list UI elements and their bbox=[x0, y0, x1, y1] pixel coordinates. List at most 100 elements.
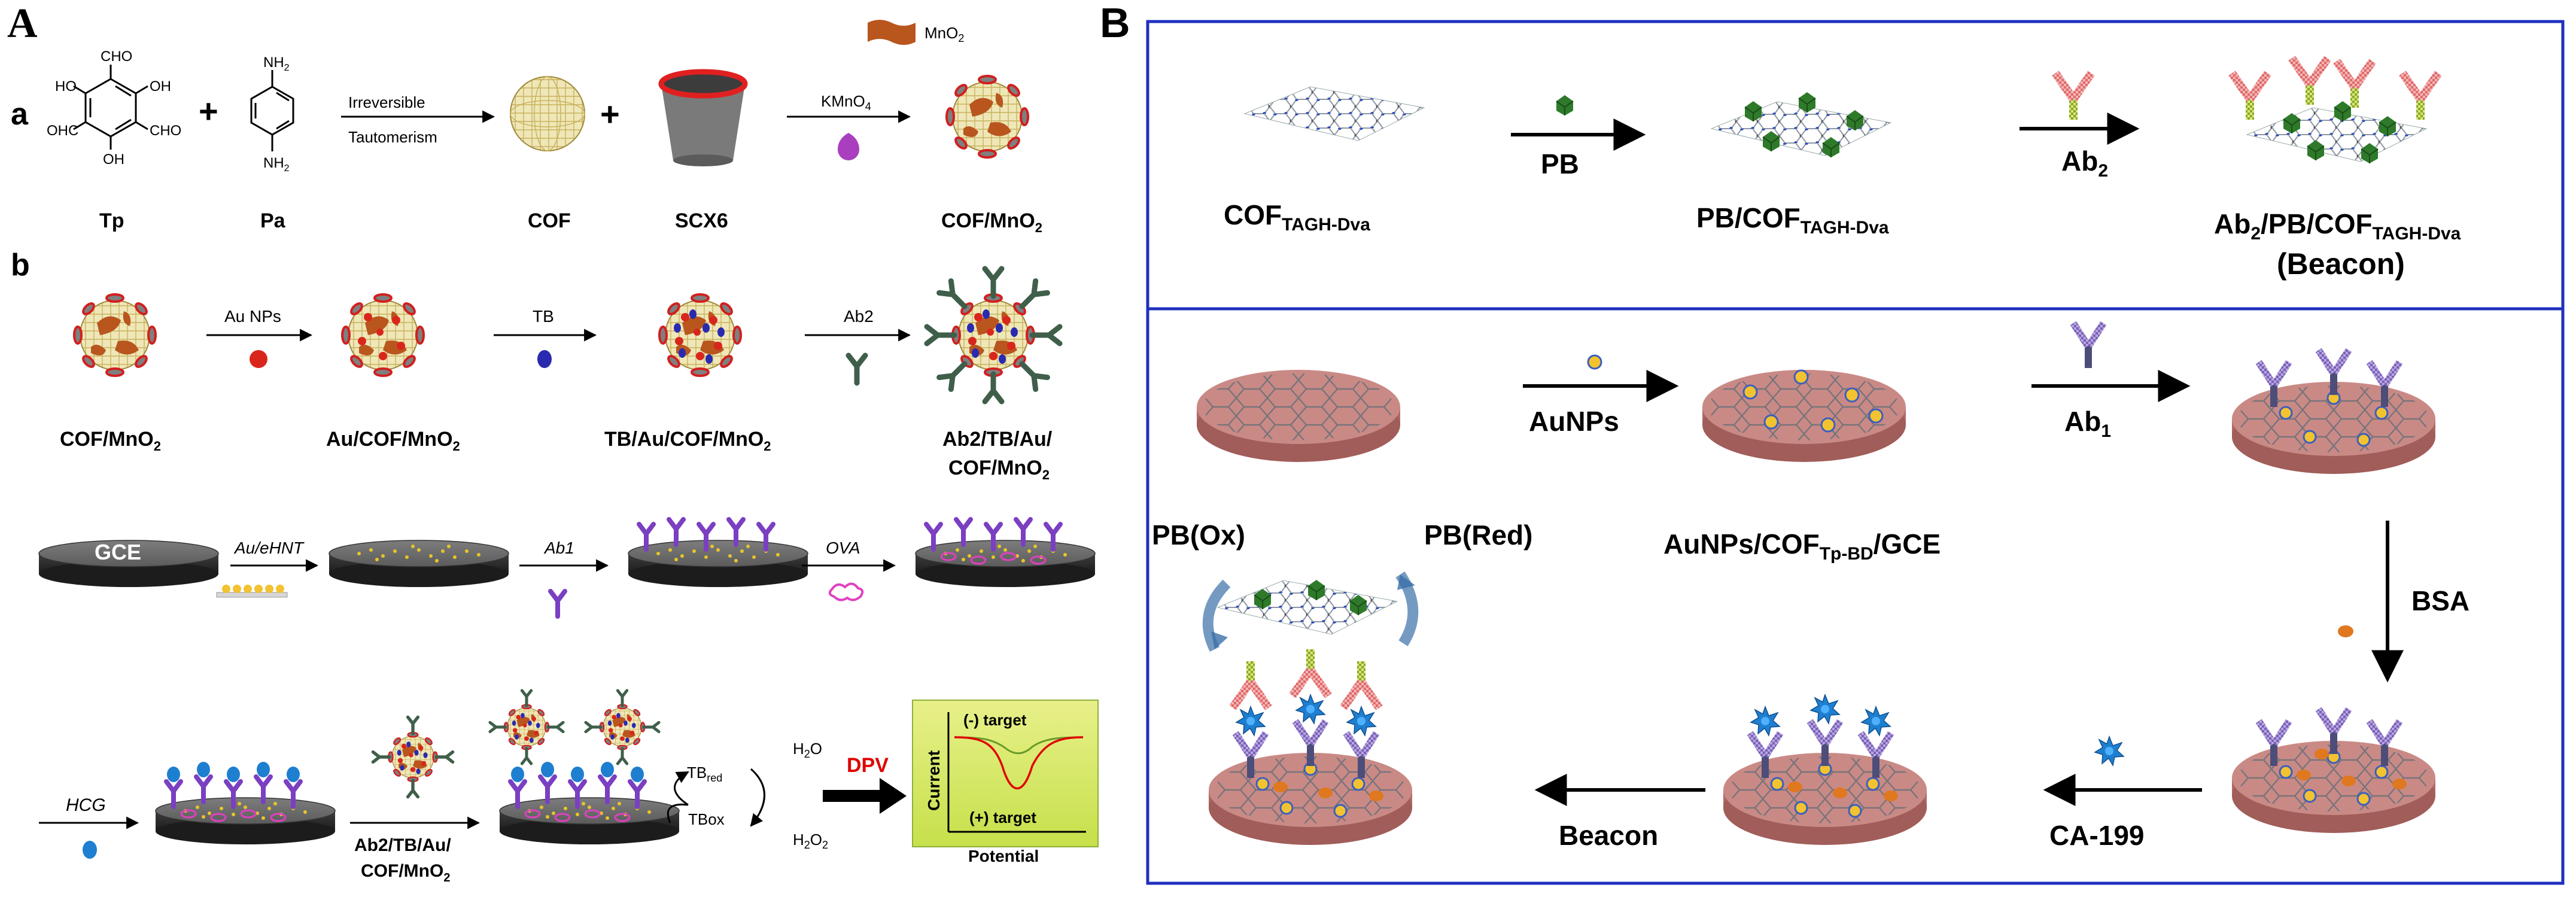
pa-nh2-bottom: NH2 bbox=[263, 155, 290, 174]
arrow-tautomerism-line1: Irreversible bbox=[348, 93, 425, 111]
ab2-icon bbox=[848, 355, 865, 383]
dpv-inset bbox=[912, 700, 1099, 847]
arrow-probe-line1: Ab2/TB/Au/ bbox=[354, 835, 451, 855]
plus-sign-2: + bbox=[600, 95, 620, 133]
scx6-label: SCX6 bbox=[675, 209, 728, 232]
cof-label: COF bbox=[528, 209, 571, 232]
pb-cof-sheet bbox=[1711, 92, 1891, 158]
bsa-disc bbox=[2232, 712, 2435, 833]
aunps-cof-label: AuNPs/COFTp-BD/GCE bbox=[1663, 528, 1941, 564]
ab1-b-icon bbox=[2075, 326, 2101, 368]
b-sphere-au-cof-mno2 bbox=[341, 293, 425, 377]
cof-mno2-product bbox=[945, 75, 1029, 159]
cof-ball bbox=[510, 76, 585, 151]
pa-nh2-top: NH2 bbox=[263, 54, 290, 73]
beacon-label-line1: Ab2/PB/COFTAGH-Dva bbox=[2214, 208, 2461, 244]
arrow-au-ehnt-label: Au/eHNT bbox=[233, 539, 305, 557]
mno2-legend-swatch bbox=[868, 20, 916, 45]
cof-tagh-dva-sheet bbox=[1244, 86, 1425, 141]
arrow-bsa-label: BSA bbox=[2411, 585, 2469, 616]
ab1-icon bbox=[551, 591, 565, 616]
row-b-label: b bbox=[11, 248, 30, 282]
tp-oh-left: HO bbox=[55, 78, 77, 95]
panel-a-letter: A bbox=[7, 1, 38, 47]
beacon-construct bbox=[2234, 62, 2436, 164]
b-label-cof-mno2: COF/MnO2 bbox=[60, 428, 161, 454]
gce-electrode-3 bbox=[628, 519, 808, 588]
pb-cube-icon bbox=[1556, 95, 1574, 116]
tp-oh-bottom: OH bbox=[103, 151, 124, 168]
arrow-kmno4-label: KMnO4 bbox=[821, 92, 871, 113]
scx6-bucket bbox=[658, 69, 748, 166]
au-ehnt-icon bbox=[216, 585, 288, 598]
aunps-disc bbox=[1702, 369, 1906, 462]
tb-icon bbox=[537, 350, 552, 368]
arrow-pb-label: PB bbox=[1541, 148, 1579, 180]
redox-cycle bbox=[667, 768, 765, 827]
tp-molecule bbox=[73, 65, 148, 150]
b-label-ab2-line1: Ab2/TB/Au/ bbox=[942, 428, 1053, 451]
gce-label: GCE bbox=[95, 540, 141, 564]
tb-red-label: TBred bbox=[687, 764, 722, 784]
mno2-legend-label: MnO2 bbox=[924, 24, 964, 44]
ova-icon bbox=[828, 582, 864, 601]
b-sphere-cof-mno2 bbox=[73, 293, 157, 377]
aunp-icon bbox=[1587, 354, 1602, 370]
b-label-ab2-line2: COF/MnO2 bbox=[948, 457, 1050, 482]
bare-disc bbox=[1197, 370, 1400, 462]
tp-cho-top: CHO bbox=[101, 48, 132, 65]
arrow-beacon-label: Beacon bbox=[1559, 820, 1658, 851]
panel-b-bottom-frame bbox=[1146, 307, 2565, 885]
dpv-curve-plus bbox=[954, 736, 1084, 790]
tp-cho-bottom-right: CHO bbox=[150, 123, 181, 139]
dpv-arrow bbox=[823, 778, 907, 814]
inset-plus-label: (+) target bbox=[969, 808, 1036, 826]
ab2-beacon-icon bbox=[2058, 77, 2089, 120]
pa-molecule bbox=[250, 70, 294, 151]
b-label-au-cof-mno2: Au/COF/MnO2 bbox=[326, 428, 460, 454]
b-sphere-ab2-probe bbox=[927, 269, 1060, 402]
inset-y-label: Current bbox=[924, 750, 943, 811]
bsa-icon bbox=[2338, 625, 2353, 637]
tp-oh-right: OH bbox=[150, 78, 171, 95]
panel-b-letter: B bbox=[1100, 0, 1130, 46]
arrow-ab2-b-label: Ab2 bbox=[2061, 145, 2108, 181]
row-a-label: a bbox=[11, 97, 29, 132]
arrow-ab2-label: Ab2 bbox=[844, 307, 874, 326]
arrow-probe-line2: COF/MnO2 bbox=[361, 861, 450, 884]
arrow-tautomerism-line2: Tautomerism bbox=[348, 128, 437, 146]
b-label-tb-au-cof-mno2: TB/Au/COF/MnO2 bbox=[604, 428, 771, 454]
tp-cho-bottom-left: OHC bbox=[47, 123, 78, 139]
pb-ox-label: PB(Ox) bbox=[1152, 519, 1245, 551]
plus-sign-1: + bbox=[199, 92, 218, 130]
kmno4-drop-icon bbox=[838, 133, 859, 160]
inset-minus-label: (-) target bbox=[963, 711, 1027, 729]
ab1-disc bbox=[2232, 353, 2435, 474]
arrow-ca199-label: CA-199 bbox=[2049, 820, 2145, 851]
product-label: COF/MnO2 bbox=[941, 209, 1042, 235]
tb-ox-label: TBox bbox=[688, 810, 725, 828]
tp-name: Tp bbox=[99, 209, 124, 232]
arrow-ab1-b-label: Ab1 bbox=[2064, 406, 2111, 441]
ca199-disc bbox=[1723, 694, 1927, 845]
gce-electrode-6 bbox=[490, 691, 680, 845]
h2o-label: H2O bbox=[793, 740, 822, 760]
arrow-tb-label: TB bbox=[533, 307, 554, 326]
pb-red-label: PB(Red) bbox=[1424, 519, 1532, 551]
arrow-hcg-label: HCG bbox=[66, 795, 106, 815]
inset-x-label: Potential bbox=[968, 847, 1039, 865]
gce-electrode-4 bbox=[915, 519, 1096, 588]
pb-cof-label: PB/COFTAGH-Dva bbox=[1696, 202, 1889, 238]
arrow-au-nps-label: Au NPs bbox=[224, 307, 281, 326]
b-sphere-tb-au-cof-mno2 bbox=[658, 293, 742, 377]
dpv-label: DPV bbox=[847, 754, 889, 777]
h2o2-label: H2O2 bbox=[793, 831, 828, 851]
ca199-icon bbox=[2094, 736, 2124, 766]
hcg-icon bbox=[83, 841, 97, 859]
arrow-ova-label: OVA bbox=[826, 539, 860, 557]
pa-name: Pa bbox=[260, 209, 286, 232]
gce-electrode-5 bbox=[155, 762, 336, 845]
final-sandwich-disc bbox=[1202, 571, 1419, 845]
cof-tagh-dva-label: COFTAGH-Dva bbox=[1224, 199, 1370, 235]
arrow-ab1-label: Ab1 bbox=[543, 539, 574, 557]
